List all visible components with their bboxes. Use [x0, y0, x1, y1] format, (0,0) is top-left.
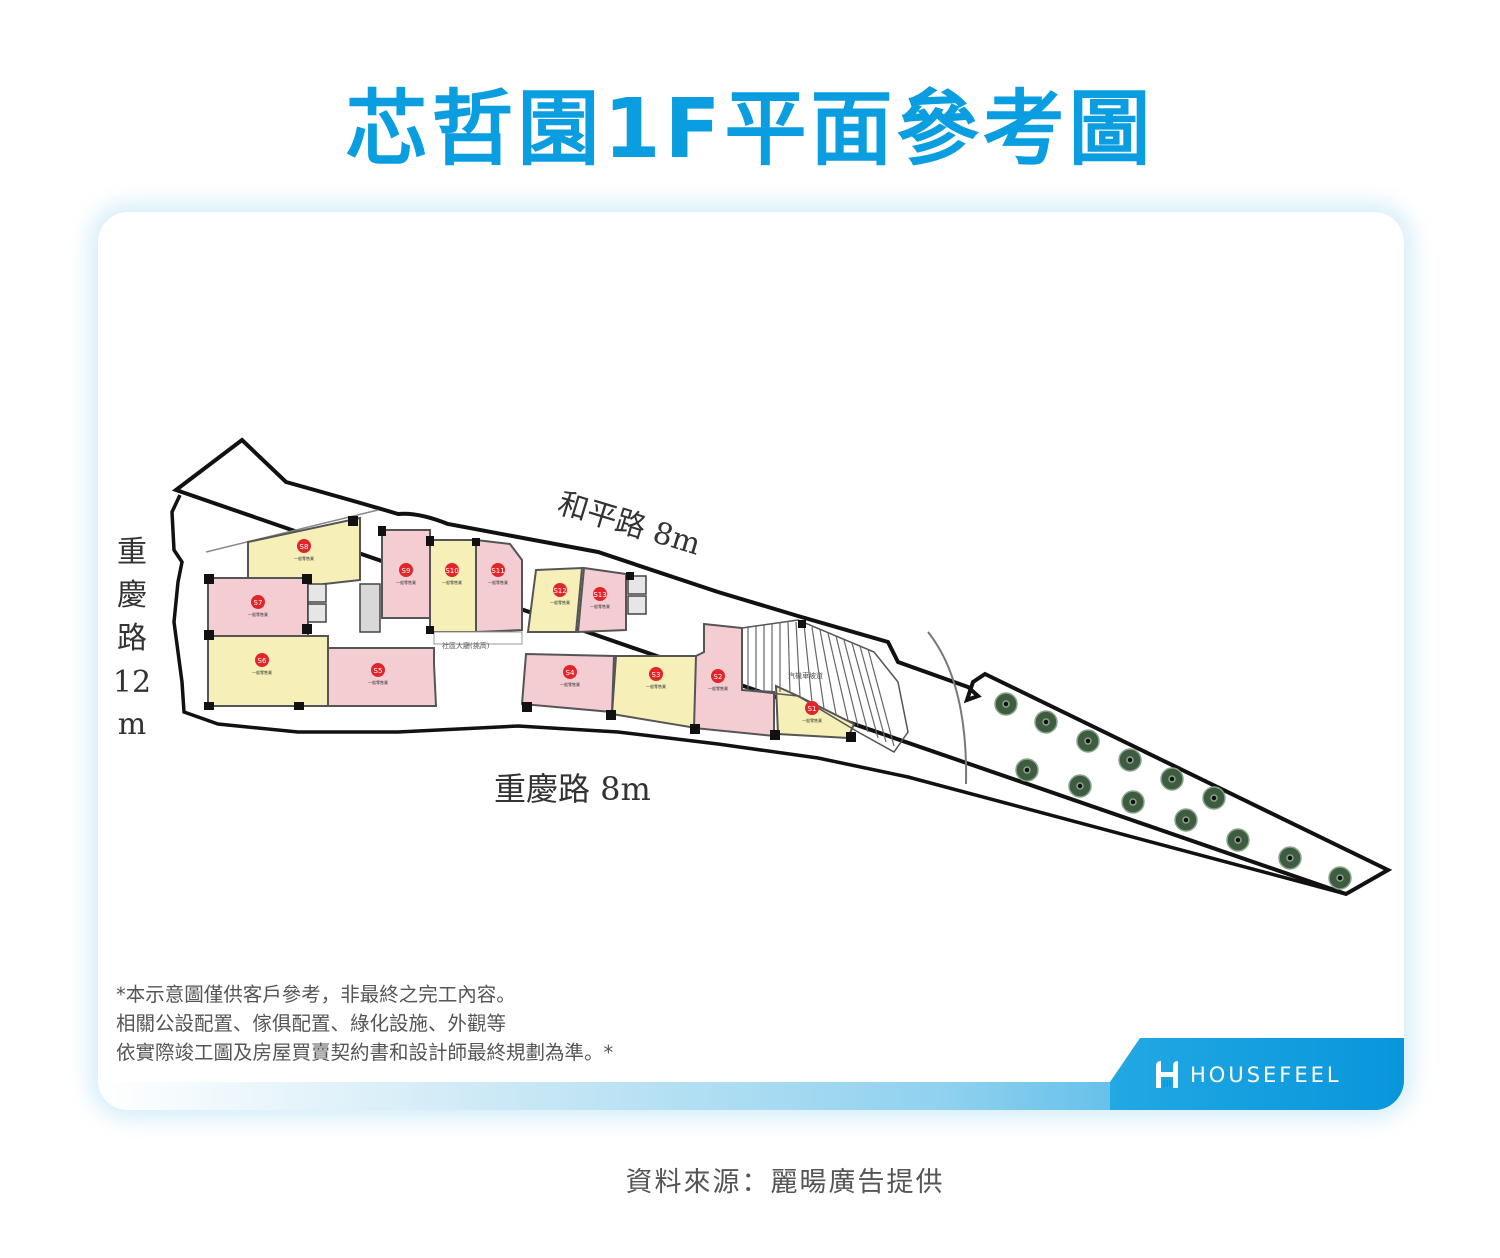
svg-text:S11: S11 [491, 567, 504, 575]
tree-icon [1160, 767, 1184, 791]
badge-s12: S12 一般零售業 [550, 583, 570, 605]
svg-text:一般零售業: 一般零售業 [442, 579, 462, 585]
svg-text:S8: S8 [300, 543, 309, 551]
brand-name: HOUSEFEEL [1190, 1063, 1342, 1087]
svg-text:重: 重 [117, 535, 147, 570]
svg-text:一般零售業: 一般零售業 [590, 603, 610, 609]
ramp-label: 汽機車坡道 [788, 671, 823, 680]
tree-icon [1068, 774, 1092, 798]
core [307, 575, 647, 633]
badge-s10: S10 一般零售業 [442, 563, 462, 585]
badge-s8: S8 一般零售業 [294, 539, 314, 561]
floor-plan-card: 汽機車坡道 社區大廳(挑高) S8 一般零售業 S7 一般零售業 S6 一般零售業 [98, 212, 1404, 1110]
unit-s3[interactable] [610, 655, 697, 730]
ramp-curve [927, 631, 968, 785]
badge-s3: S3 一般零售業 [646, 667, 666, 689]
unit-s12[interactable] [526, 566, 584, 633]
svg-text:一般零售業: 一般零售業 [550, 599, 570, 605]
unit-s2[interactable] [692, 622, 775, 738]
svg-text:S4: S4 [566, 669, 575, 677]
svg-text:一般零售業: 一般零售業 [252, 669, 272, 675]
floor-plan-diagram: 汽機車坡道 社區大廳(挑高) S8 一般零售業 S7 一般零售業 S6 一般零售業 [113, 437, 1393, 897]
housefeel-logo-icon [1156, 1061, 1178, 1088]
badge-s2: S2 一般零售業 [708, 669, 728, 691]
road-label-bottom: 重慶路 8m [494, 770, 651, 808]
svg-text:S10: S10 [445, 567, 458, 575]
disclaimer-line: *本示意圖僅供客戶參考，非最終之完工內容。 [116, 983, 516, 1006]
lobby [433, 631, 523, 645]
svg-text:S1: S1 [808, 705, 817, 713]
unit-s5[interactable] [327, 647, 438, 707]
badge-s4: S4 一般零售業 [560, 665, 580, 687]
unit-s11[interactable] [475, 538, 523, 634]
badge-s11: S11 一般零售業 [488, 563, 508, 585]
tree-icon [994, 692, 1018, 716]
curb-line [170, 494, 1347, 896]
tree-icon [1226, 828, 1250, 852]
unit-s10[interactable] [429, 539, 477, 633]
svg-text:12: 12 [113, 665, 151, 700]
badge-s5: S5 一般零售業 [368, 663, 388, 685]
svg-text:一般零售業: 一般零售業 [294, 555, 314, 561]
svg-text:慶: 慶 [117, 578, 147, 613]
site-boundary [171, 437, 1393, 897]
columns [204, 516, 856, 742]
svg-text:S7: S7 [254, 599, 263, 607]
disclaimer: *本示意圖僅供客戶參考，非最終之完工內容。 相關公設配置、傢俱配置、綠化設施、外… [116, 980, 613, 1067]
tree-icon [1278, 846, 1302, 870]
badge-s13: S13 一般零售業 [590, 587, 610, 609]
tree-icon [1328, 866, 1352, 890]
badge-s6: S6 一般零售業 [252, 653, 272, 675]
page-title: 芯哲園1F平面參考圖 [345, 82, 1155, 177]
trees [994, 692, 1352, 890]
ramp-hatching [741, 619, 909, 753]
svg-text:S6: S6 [258, 657, 267, 665]
tree-icon [1034, 710, 1058, 734]
disclaimer-line: 相關公設配置、傢俱配置、綠化設施、外觀等 [116, 1012, 507, 1035]
brand-badge: HOUSEFEEL [1110, 1038, 1404, 1110]
svg-text:m: m [118, 707, 146, 742]
badge-s1: S1 一般零售業 [802, 701, 822, 723]
road-label-left: 重 慶 路 12 m [113, 535, 151, 742]
svg-text:一般零售業: 一般零售業 [488, 579, 508, 585]
tree-icon [1015, 758, 1039, 782]
svg-text:一般零售業: 一般零售業 [802, 717, 822, 723]
lobby-label: 社區大廳(挑高) [442, 641, 490, 650]
svg-text:S12: S12 [553, 587, 566, 595]
tree-icon [1174, 808, 1198, 832]
tree-icon [1118, 748, 1142, 772]
tree-icon [1202, 786, 1226, 810]
svg-text:S2: S2 [714, 673, 723, 681]
disclaimer-line: 依實際竣工圖及房屋買賣契約書和設計師最終規劃為準。* [116, 1041, 614, 1064]
units [207, 516, 856, 740]
svg-text:一般零售業: 一般零售業 [396, 579, 416, 585]
road-label-top: 和平路 8m [554, 486, 705, 562]
svg-text:一般零售業: 一般零售業 [248, 611, 268, 617]
svg-text:S3: S3 [652, 671, 661, 679]
svg-text:一般零售業: 一般零售業 [368, 679, 388, 685]
svg-text:S9: S9 [402, 567, 411, 575]
unit-s6[interactable] [207, 635, 329, 707]
badge-s7: S7 一般零售業 [248, 595, 268, 617]
svg-text:一般零售業: 一般零售業 [560, 681, 580, 687]
svg-text:S13: S13 [593, 591, 606, 599]
svg-text:S5: S5 [374, 667, 383, 675]
badge-s9: S9 一般零售業 [396, 563, 416, 585]
svg-text:路: 路 [117, 621, 147, 656]
svg-text:一般零售業: 一般零售業 [646, 683, 666, 689]
tree-icon [1076, 729, 1100, 753]
tree-icon [1121, 790, 1145, 814]
source-credit: 資料來源：麗暘廣告提供 [625, 1167, 945, 1198]
svg-text:一般零售業: 一般零售業 [708, 685, 728, 691]
